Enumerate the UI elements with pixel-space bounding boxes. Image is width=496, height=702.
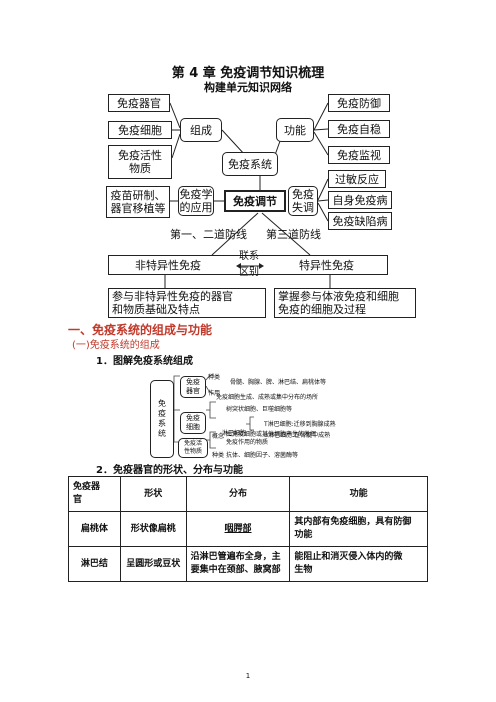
item-heading-2: 2．免疫器官的形状、分布与功能 bbox=[96, 465, 243, 476]
box-specific-detail: 掌握参与体液免疫和细胞 免疫的细胞及过程 bbox=[274, 288, 416, 318]
label-third-line: 第三道防线 bbox=[266, 228, 321, 241]
box-zucheng: 组成 bbox=[180, 118, 222, 142]
box-autoimmune: 自身免疫病 bbox=[328, 191, 392, 209]
box-homeostasis: 免疫自稳 bbox=[328, 120, 390, 138]
table-header-row: 免疫器 官 形状 分布 功能 bbox=[68, 476, 428, 512]
box-nonspecific-detail: 参与非特异性免疫的器官 和物质基础及特点 bbox=[108, 288, 266, 318]
diagram-cell-a: 树突状细胞、巨噬细胞等 bbox=[226, 406, 293, 413]
table-header-cell: 功能 bbox=[289, 476, 428, 512]
diagram-concept-label: 概念 bbox=[212, 433, 225, 440]
diagram-lymph: 淋巴细胞 bbox=[222, 430, 247, 437]
table-cell: 能阻止和消灭侵入体内的微 生物 bbox=[289, 546, 428, 582]
box-immune-cell: 免疫细胞 bbox=[108, 121, 172, 139]
table-cell: 咽腭部 bbox=[185, 511, 291, 547]
diagram-cell: 免疫 细胞 bbox=[180, 412, 206, 434]
label-nonspecific: 非特异性免疫 bbox=[135, 259, 201, 272]
diagram-organ-kind: 骨髓、胸腺、脾、淋巴结、扁桃体等 bbox=[230, 379, 327, 386]
table-cell: 扁桃体 bbox=[68, 511, 121, 547]
box-defense: 免疫防御 bbox=[328, 94, 390, 112]
diagram-organ-role: 免疫细胞生成、成熟或集中分布的场所 bbox=[216, 394, 319, 401]
diagram-root: 免 疫 系 统 bbox=[150, 380, 174, 458]
box-immune-organ: 免疫器官 bbox=[108, 94, 170, 112]
box-gongneng: 功能 bbox=[276, 118, 314, 142]
diagram-sub-kind: 抗体、细胞因子、溶菌酶等 bbox=[226, 452, 299, 459]
subsection-heading-1: (一)免疫系统的组成 bbox=[72, 340, 160, 351]
diagram-t-cell: T淋巴细胞:迁移到胸腺成熟 bbox=[264, 421, 336, 428]
box-application: 免疫学 的应用 bbox=[178, 186, 214, 216]
table-cell: 呈圆形或豆状 bbox=[119, 546, 187, 582]
box-immune-regulation: 免疫调节 bbox=[224, 190, 286, 212]
diagram-organ-kind-label: 种类 bbox=[208, 374, 221, 381]
label-first-second-line: 第一、二道防线 bbox=[170, 228, 247, 241]
table-header-cell: 分布 bbox=[185, 476, 291, 512]
table-cell: 形状像扁桃 bbox=[119, 511, 187, 547]
diagram-organ-role-label: 作用 bbox=[208, 390, 221, 397]
diagram-concept: 由免疫细胞或其他细胞产生的发挥 免疫作用的物质 bbox=[226, 431, 317, 446]
table-cell: 沿淋巴管遍布全身，主 要集中在颈部、腋窝部 bbox=[185, 546, 291, 582]
subtitle: 构建单元知识网络 bbox=[204, 81, 292, 94]
table-cell: 淋巴结 bbox=[68, 546, 121, 582]
diagram-organ: 免疫 器官 bbox=[180, 376, 206, 398]
table-cell: 其内部有免疫细胞，具有防御 功能 bbox=[289, 511, 428, 547]
box-surveillance: 免疫监视 bbox=[328, 146, 390, 164]
table-row: 扁桃体 形状像扁桃 咽腭部 其内部有免疫细胞，具有防御 功能 bbox=[68, 511, 428, 547]
box-immune-substance: 免疫活性 物质 bbox=[108, 145, 172, 179]
box-immune-system: 免疫系统 bbox=[222, 152, 278, 176]
concept-map-lines bbox=[164, 102, 331, 288]
label-qubie: 区别 bbox=[239, 267, 259, 278]
box-immunodeficiency: 免疫缺陷病 bbox=[328, 212, 392, 230]
box-vaccine-transplant: 疫苗研制、 器官移植等 bbox=[106, 186, 170, 218]
section-heading-1: 一、免疫系统的组成与功能 bbox=[68, 323, 213, 337]
chapter-title: 第 4 章 免疫调节知识梳理 bbox=[171, 66, 325, 81]
table-header-cell: 形状 bbox=[119, 476, 187, 512]
page-number: 1 bbox=[245, 672, 251, 680]
table-row: 淋巴结 呈圆形或豆状 沿淋巴管遍布全身，主 要集中在颈部、腋窝部 能阻止和消灭侵… bbox=[68, 546, 428, 582]
item-heading-1: 1．图解免疫系统组成 bbox=[96, 356, 193, 367]
table-header-cell: 免疫器 官 bbox=[68, 476, 121, 512]
label-specific: 特异性免疫 bbox=[299, 259, 354, 272]
box-nonspecific-specific-row: 非特异性免疫 联系 区别 特异性免疫 bbox=[108, 251, 388, 278]
box-disorder: 免疫 失调 bbox=[288, 186, 318, 216]
label-lianxi: 联系 bbox=[239, 251, 259, 262]
box-allergy: 过敏反应 bbox=[328, 170, 386, 188]
double-arrow-icon bbox=[236, 263, 264, 269]
diagram-substance: 免疫活 性物质 bbox=[178, 438, 208, 458]
diagram-b-cell: B淋巴细胞:在骨髓中成熟 bbox=[264, 432, 331, 439]
organ-table: 免疫器 官 形状 分布 功能 扁桃体 形状像扁桃 咽腭部 其内部有免疫细胞，具有… bbox=[68, 476, 428, 582]
diagram-sub-kind-label: 种类 bbox=[212, 452, 225, 459]
